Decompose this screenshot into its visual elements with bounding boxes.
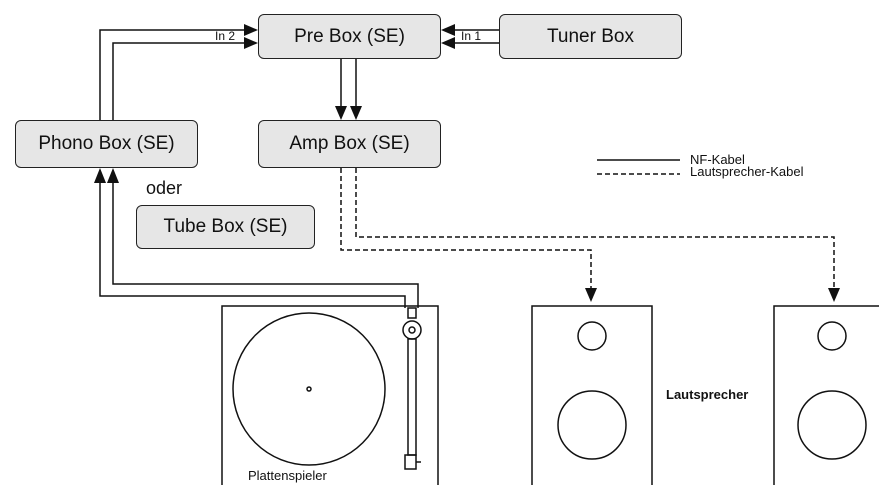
phono-box: Phono Box (SE) — [15, 120, 198, 168]
pre-box-label: Pre Box (SE) — [294, 25, 405, 47]
amp-box-label: Amp Box (SE) — [289, 133, 410, 154]
turntable-label: Plattenspieler — [248, 468, 327, 483]
speaker-right-cabinet — [773, 305, 879, 485]
arrowhead-phono-inner — [107, 168, 119, 183]
speaker-right-tweeter — [817, 321, 847, 351]
arrowhead-amp-right — [350, 106, 362, 120]
speaker-right-woofer — [797, 390, 867, 460]
amp-box: Amp Box (SE) — [258, 120, 441, 168]
input-1-label: In 1 — [461, 29, 482, 43]
turntable-spindle — [306, 386, 312, 392]
speaker-left-cabinet — [531, 305, 653, 485]
tube-box-label: Tube Box (SE) — [163, 216, 288, 237]
speaker-cable-left — [340, 168, 592, 289]
tonearm-pivot-inner — [408, 326, 416, 334]
tuner-box-label: Tuner Box — [547, 25, 634, 47]
pre-box: Pre Box (SE) — [258, 14, 441, 59]
speaker-left-woofer — [557, 390, 627, 460]
legend-nf-cable-label: NF-Kabel — [690, 152, 745, 167]
arrowhead-amp-left — [335, 106, 347, 120]
phono-box-label: Phono Box (SE) — [38, 133, 175, 154]
tonearm-pivot-outer — [402, 320, 422, 340]
speaker-left-tweeter — [577, 321, 607, 351]
arrowhead-pre-in2-inner — [244, 37, 258, 49]
legend-speaker-cable-label: Lautsprecher-Kabel — [690, 164, 804, 179]
turntable-body — [221, 305, 439, 485]
arrowhead-pre-in1-top — [441, 24, 455, 36]
input-2-label: In 2 — [215, 29, 236, 43]
speaker-cable-right — [355, 168, 835, 289]
tonearm — [407, 338, 417, 456]
arrowhead-speaker-right — [828, 288, 840, 302]
turntable-to-phono-cable-inner — [112, 181, 419, 308]
turntable-platter — [232, 312, 386, 466]
tuner-box: Tuner Box — [499, 14, 682, 59]
arrowhead-phono-outer — [94, 168, 106, 183]
arrowhead-speaker-left — [585, 288, 597, 302]
phono-to-pre-cable-outer — [99, 29, 246, 120]
arrowhead-pre-in2-outer — [244, 24, 258, 36]
tonearm-socket — [407, 307, 417, 319]
arrowhead-pre-in1-bottom — [441, 37, 455, 49]
alternative-label: oder — [146, 178, 183, 198]
turntable-to-phono-cable-outer — [99, 181, 406, 308]
tonearm-headshell — [404, 454, 417, 470]
speaker-label: Lautsprecher — [666, 387, 749, 402]
tube-box: Tube Box (SE) — [136, 205, 315, 249]
phono-to-pre-cable-inner — [112, 42, 246, 120]
